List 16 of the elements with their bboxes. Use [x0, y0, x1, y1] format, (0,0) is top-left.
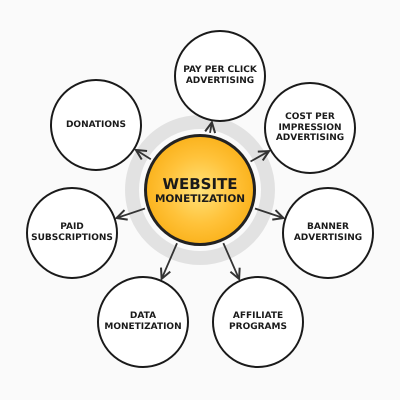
arrow — [250, 150, 270, 162]
center-title: WEBSITE — [162, 174, 238, 193]
arrow — [204, 121, 216, 134]
topic-label: DONATIONS — [64, 120, 128, 130]
topic-label: COST PER IMPRESSION ADVERTISING — [274, 112, 346, 144]
arrow — [160, 242, 178, 280]
topic-label: PAY PER CLICK ADVERTISING — [182, 65, 258, 87]
topic-label: BANNER ADVERTISING — [292, 222, 364, 244]
topic-label: DATA MONETIZATION — [103, 311, 183, 333]
arrow — [254, 208, 284, 221]
topic-label: PAID SUBSCRIPTIONS — [30, 222, 114, 244]
topic-label: AFFILIATE PROGRAMS — [228, 311, 288, 333]
arrow — [222, 242, 241, 280]
center-title: MONETIZATION — [154, 192, 246, 206]
arrow — [116, 208, 146, 221]
arrow — [134, 148, 152, 161]
